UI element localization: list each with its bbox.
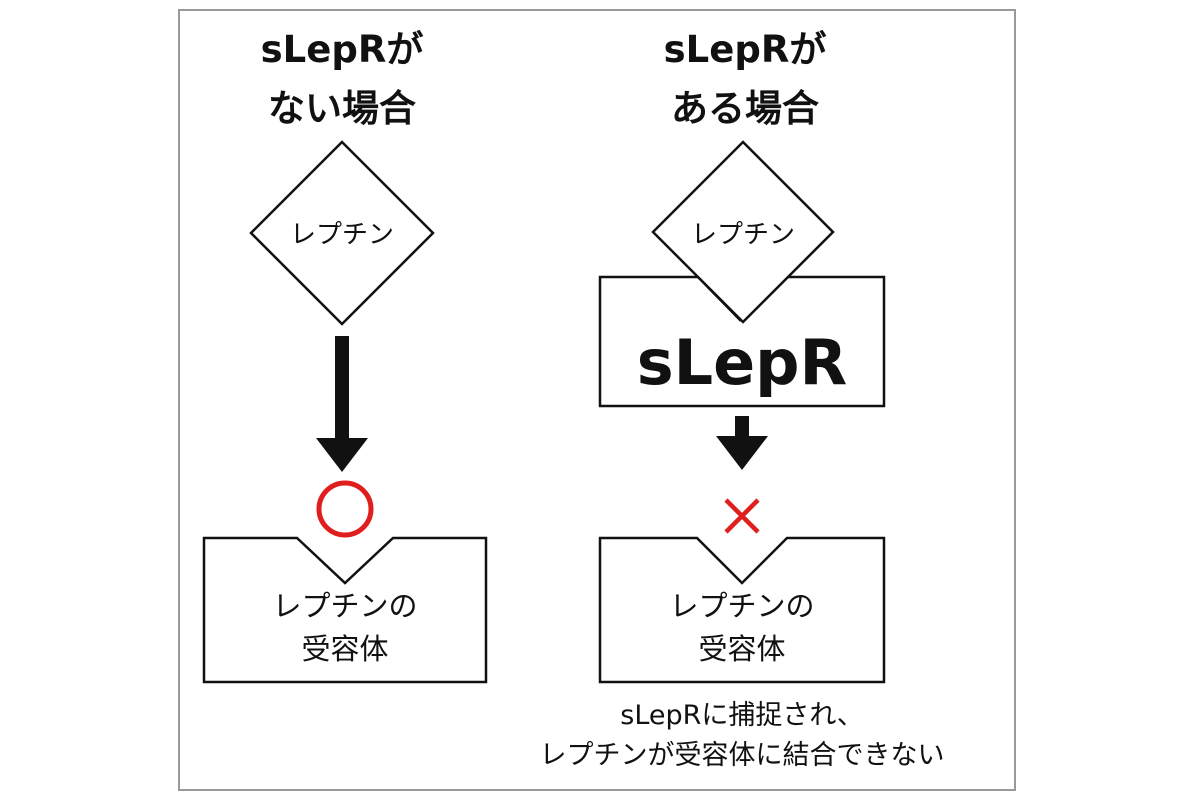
left-arrow-head: [316, 438, 368, 472]
left-arrow-shaft: [335, 336, 349, 442]
left-receptor-line2: 受容体: [301, 632, 388, 666]
caption-line1: sLepRに捕捉され、: [620, 700, 863, 731]
right-title-line2: ある場合: [671, 87, 819, 130]
left-leptin-label: レプチン: [290, 220, 394, 250]
left-title-line2: ない場合: [268, 87, 416, 130]
left-ok-mark: [316, 480, 374, 538]
right-receptor-line1: レプチンの: [669, 589, 814, 623]
right-title-line1: sLepRが: [664, 28, 827, 71]
right-receptor-box: [598, 536, 886, 684]
right-panel: sLepRが ある場合 レプチン sLepR レプチンの 受容体 sLepRに捕…: [540, 28, 945, 771]
right-receptor-line2: 受容体: [698, 632, 785, 666]
left-receptor-line1: レプチンの: [272, 589, 417, 623]
left-leptin-diamond: [249, 140, 435, 326]
right-ng-mark: [724, 498, 760, 534]
caption-line2: レプチンが受容体に結合できない: [540, 740, 945, 771]
right-arrow-shaft: [735, 416, 749, 440]
left-receptor-box: [202, 536, 488, 684]
left-panel: sLepRが ない場合 レプチン レプチンの 受容体: [202, 28, 488, 684]
left-title-line1: sLepRが: [261, 28, 424, 71]
right-leptin-diamond: [651, 140, 835, 324]
slepr-label: sLepR: [637, 326, 848, 399]
right-leptin-label: レプチン: [691, 220, 795, 250]
right-arrow-head: [716, 436, 768, 470]
